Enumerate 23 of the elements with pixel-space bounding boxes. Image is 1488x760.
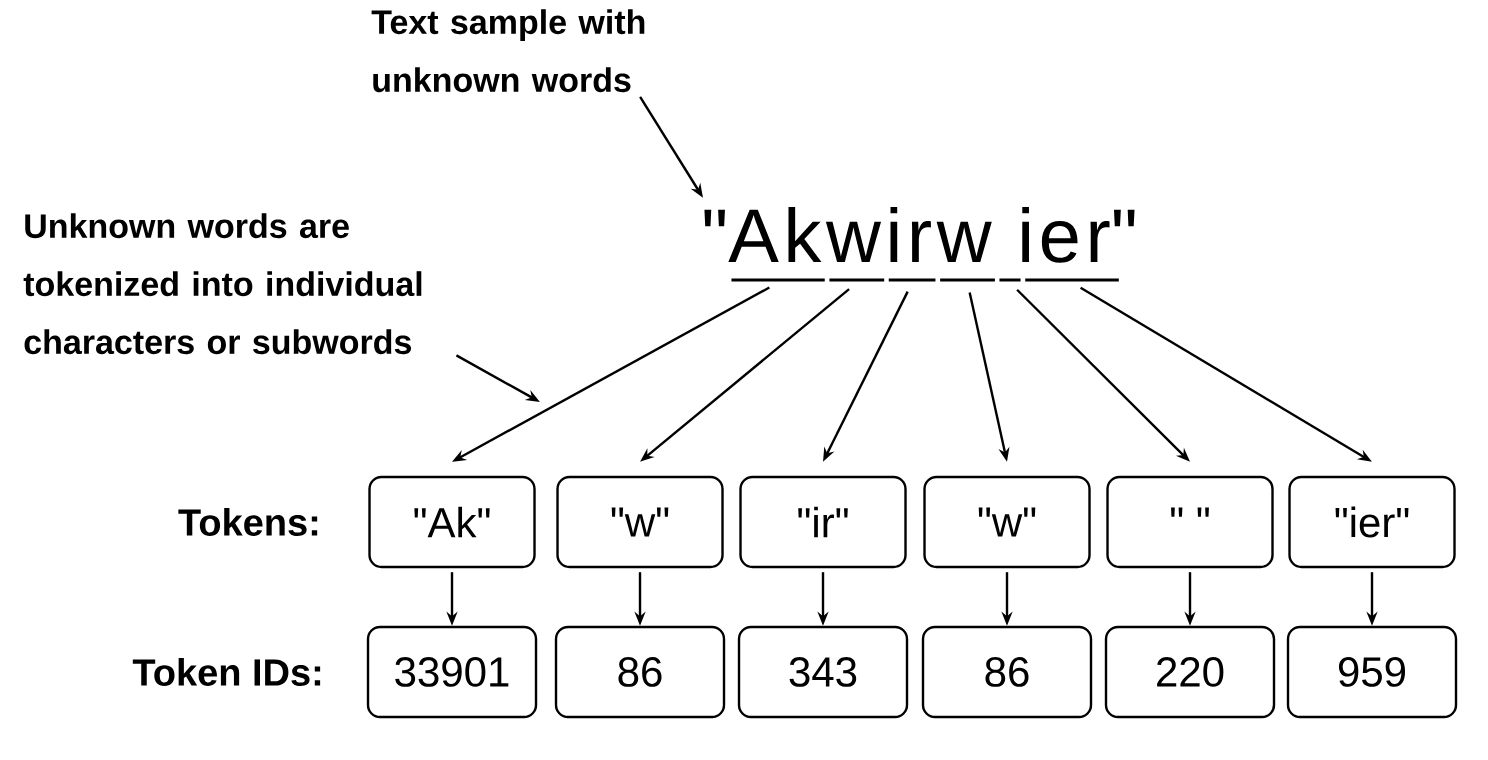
- sample-text: "Akwirw ier": [704, 206, 1135, 263]
- underline-bar: [731, 278, 825, 282]
- underline-bar: [940, 278, 995, 282]
- token-id-box: 959: [1286, 625, 1458, 719]
- underline-bar: [829, 278, 885, 282]
- token-box: "w": [556, 475, 724, 569]
- token-box: "ir": [739, 475, 907, 569]
- token-box: "ier": [1288, 475, 1456, 569]
- underline-bar: [888, 278, 936, 282]
- token-box: "Ak": [368, 475, 536, 569]
- token-box: "w": [923, 475, 1091, 569]
- token-id-box: 86: [554, 625, 726, 719]
- token-id-box: 220: [1104, 625, 1276, 719]
- token-id-box: 33901: [366, 625, 538, 719]
- row-label: Tokens:: [178, 508, 318, 536]
- token-id-box: 343: [737, 625, 909, 719]
- annotation-text: Text sample with unknown words: [371, 9, 645, 93]
- annotation-text: Unknown words are tokenized into individual characters or subwords: [23, 213, 422, 355]
- underline-bar: [1025, 278, 1119, 282]
- token-id-box: 86: [921, 625, 1093, 719]
- token-box: " ": [1106, 475, 1274, 569]
- row-label: Token IDs:: [132, 658, 321, 686]
- underline-bar: [999, 278, 1021, 282]
